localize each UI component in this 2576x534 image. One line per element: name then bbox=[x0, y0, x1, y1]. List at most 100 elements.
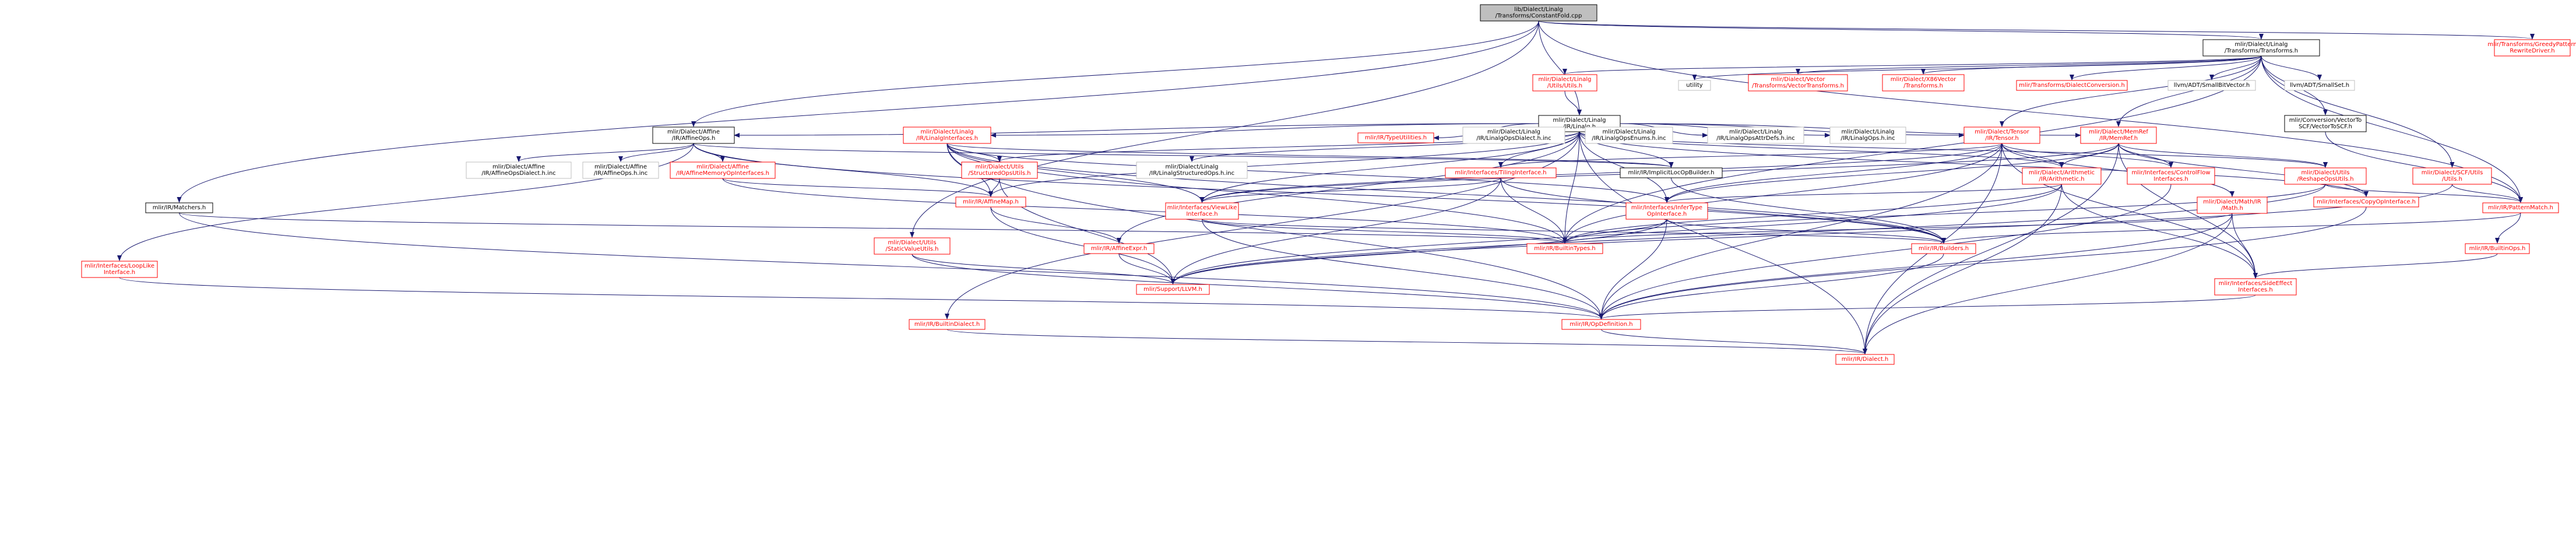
node-structuredutils[interactable]: mlir/Dialect/Utils/StructuredOpsUtils.h bbox=[961, 161, 1038, 179]
node-patternmatch[interactable]: mlir/IR/PatternMatch.h bbox=[2482, 202, 2559, 213]
edge-transforms-to-linalgutils bbox=[1563, 55, 2262, 75]
node-staticvalue[interactable]: mlir/Dialect/Utils/StaticValueUtils.h bbox=[874, 237, 951, 255]
node-label: Interface.h bbox=[1186, 211, 1217, 217]
node-box bbox=[955, 196, 1026, 208]
node-builtinops[interactable]: mlir/IR/BuiltinOps.h bbox=[2465, 243, 2530, 254]
edge-tilinginterface-to-viewlike bbox=[1199, 177, 1501, 203]
edge-transforms-to-dialectconv bbox=[2070, 55, 2262, 80]
node-dialectconv[interactable]: mlir/Transforms/DialectConversion.h bbox=[2016, 80, 2128, 91]
node-label: mlir/IR/TypeUtilities.h bbox=[1365, 135, 1427, 141]
node-builtintypes[interactable]: mlir/IR/BuiltinTypes.h bbox=[1526, 243, 1603, 254]
node-box bbox=[2167, 80, 2256, 91]
edge-tilinginterface-to-llvm bbox=[1170, 177, 1501, 284]
node-copyiface[interactable]: mlir/Interfaces/CopyOpInterface.h bbox=[2313, 196, 2419, 208]
node-scfutils[interactable]: mlir/Dialect/SCF/Utils/Utils.h bbox=[2412, 167, 2492, 185]
edge-memref-to-copyiface bbox=[2118, 143, 2369, 197]
node-label: mlir/Dialect/Tensor bbox=[1975, 129, 2029, 135]
node-label: mlir/Dialect/Utils bbox=[2301, 170, 2349, 176]
node-typeutilities[interactable]: mlir/IR/TypeUtilities.h bbox=[1357, 132, 1434, 143]
node-box bbox=[1445, 167, 1557, 178]
node-label: mlir/Dialect/Linalg bbox=[1841, 129, 1894, 135]
edge-transforms-to-smallset bbox=[2261, 55, 2322, 80]
edge-linalgutils-to-linalg bbox=[1564, 90, 1582, 115]
node-box bbox=[874, 237, 951, 255]
node-llvm[interactable]: mlir/Support/LLVM.h bbox=[1136, 284, 1210, 295]
node-tilinginterface[interactable]: mlir/Interfaces/TilingInterface.h bbox=[1445, 167, 1557, 178]
node-x86vector[interactable]: mlir/Dialect/X86Vector/Transforms.h bbox=[1882, 74, 1965, 92]
node-affinememiface[interactable]: mlir/Dialect/Affine/IR/AffineMemoryOpInt… bbox=[670, 161, 776, 179]
edge-mathir-to-builtintypes bbox=[1563, 213, 2233, 244]
node-convscf[interactable]: mlir/Conversion/VectorToSCF/VectorToSCF.… bbox=[2284, 115, 2367, 132]
edge-root-to-patternmatch bbox=[1538, 20, 2523, 203]
node-label: mlir/Dialect/Linalg bbox=[2234, 41, 2288, 48]
node-label: mlir/Interfaces/ViewLike bbox=[1167, 205, 1237, 211]
node-label: mlir/Dialect/Affine bbox=[696, 164, 749, 170]
edge-tensor-to-tilinginterface bbox=[1498, 143, 2003, 168]
node-memref[interactable]: mlir/Dialect/MemRef/IR/MemRef.h bbox=[2080, 127, 2157, 144]
edge-viewlike-to-opdef bbox=[1202, 219, 1604, 319]
node-label: mlir/IR/BuiltinTypes.h bbox=[1534, 245, 1596, 252]
node-box bbox=[1165, 202, 1239, 220]
edge-transforms-to-x86vector bbox=[1921, 55, 2262, 75]
node-dialect[interactable]: mlir/IR/Dialect.h bbox=[1835, 354, 1895, 365]
node-opdef[interactable]: mlir/IR/OpDefinition.h bbox=[1561, 319, 1641, 330]
edge-controlflow-to-opdef bbox=[1599, 184, 2172, 319]
edge-root-to-linalg bbox=[1538, 20, 1582, 115]
node-vectortransforms[interactable]: mlir/Dialect/Vector/Transforms/VectorTra… bbox=[1748, 74, 1848, 92]
node-label: /IR/Arithmetic.h bbox=[2039, 176, 2084, 182]
node-label: /StructuredOpsUtils.h bbox=[968, 170, 1030, 177]
node-builders[interactable]: mlir/IR/Builders.h bbox=[1911, 243, 1976, 254]
edge-linalginterfaces-to-builders bbox=[946, 143, 1946, 244]
node-affinemap[interactable]: mlir/IR/AffineMap.h bbox=[955, 196, 1026, 208]
node-tensor[interactable]: mlir/Dialect/Tensor/IR/Tensor.h bbox=[1963, 127, 2040, 144]
edge-infertype-to-builtintypes bbox=[1563, 219, 1667, 244]
node-implicitloc[interactable]: mlir/IR/ImplicitLocOpBuilder.h bbox=[1620, 167, 1723, 178]
node-label: mlir/Interfaces/TilingInterface.h bbox=[1455, 170, 1546, 176]
edge-linalg-to-affineops bbox=[734, 123, 1539, 138]
edge-linalg-to-affineexpr bbox=[1117, 131, 1580, 244]
edge-arith-to-infertype bbox=[1664, 184, 2062, 203]
node-box bbox=[1748, 74, 1848, 92]
node-label: utility bbox=[1686, 82, 1703, 89]
node-box bbox=[1357, 132, 1434, 143]
node-arith[interactable]: mlir/Dialect/Arithmetic/IR/Arithmetic.h bbox=[2022, 167, 2102, 185]
edge-linalginterfaces-to-viewlike bbox=[946, 143, 1205, 203]
edge-tensor-to-viewlike bbox=[1199, 143, 2003, 203]
edge-transforms-to-builtintypes bbox=[1563, 55, 2262, 244]
node-linalgutils[interactable]: mlir/Dialect/Linalg/Utils/Utils.h bbox=[1532, 74, 1597, 92]
node-label: mlir/Dialect/Linalg bbox=[1729, 129, 1782, 135]
node-label: OpInterface.h bbox=[1647, 211, 1687, 217]
edge-builtinops-to-sideeffect bbox=[2253, 253, 2498, 279]
node-box bbox=[1136, 161, 1248, 179]
node-mathir[interactable]: mlir/Dialect/Math/IR/Math.h bbox=[2197, 196, 2268, 214]
edge-transforms-to-memref bbox=[2116, 55, 2262, 127]
node-label: mlir/Dialect/Arithmetic bbox=[2029, 170, 2095, 176]
node-label: mlir/Dialect/Linalg bbox=[1553, 117, 1606, 124]
node-box bbox=[2127, 167, 2215, 185]
node-root[interactable]: lib/Dialect/Linalg/Transforms/ConstantFo… bbox=[1480, 4, 1597, 22]
edge-mathir-to-dialect bbox=[1863, 213, 2233, 354]
node-affineops[interactable]: mlir/Dialect/Affine/IR/AffineOps.h bbox=[652, 127, 735, 144]
node-box bbox=[2022, 167, 2102, 185]
node-transforms[interactable]: mlir/Dialect/Linalg/Transforms/Transform… bbox=[2202, 39, 2320, 57]
edge-viewlike-to-builders bbox=[1202, 219, 1946, 244]
node-builtindialect[interactable]: mlir/IR/BuiltinDialect.h bbox=[909, 319, 986, 330]
node-greedy[interactable]: mlir/Transforms/GreedyPatternRewriteDriv… bbox=[2487, 39, 2576, 57]
node-label: /Transforms/Transforms.h bbox=[2225, 48, 2298, 54]
node-label: mlir/Interfaces/InferType bbox=[1631, 205, 1702, 211]
node-layer: lib/Dialect/Linalg/Transforms/ConstantFo… bbox=[81, 4, 2576, 365]
node-smallbitvector: llvm/ADT/SmallBitVector.h bbox=[2167, 80, 2256, 91]
node-label: /IR/MemRef.h bbox=[2099, 135, 2138, 142]
node-matchers[interactable]: mlir/IR/Matchers.h bbox=[145, 202, 213, 213]
node-box bbox=[2016, 80, 2128, 91]
node-reshapeutils[interactable]: mlir/Dialect/Utils/ReshapeOpsUtils.h bbox=[2284, 167, 2367, 185]
node-affineexpr[interactable]: mlir/IR/AffineExpr.h bbox=[1083, 243, 1155, 254]
node-linalginterfaces[interactable]: mlir/Dialect/Linalg/IR/LinalgInterfaces.… bbox=[903, 127, 991, 144]
